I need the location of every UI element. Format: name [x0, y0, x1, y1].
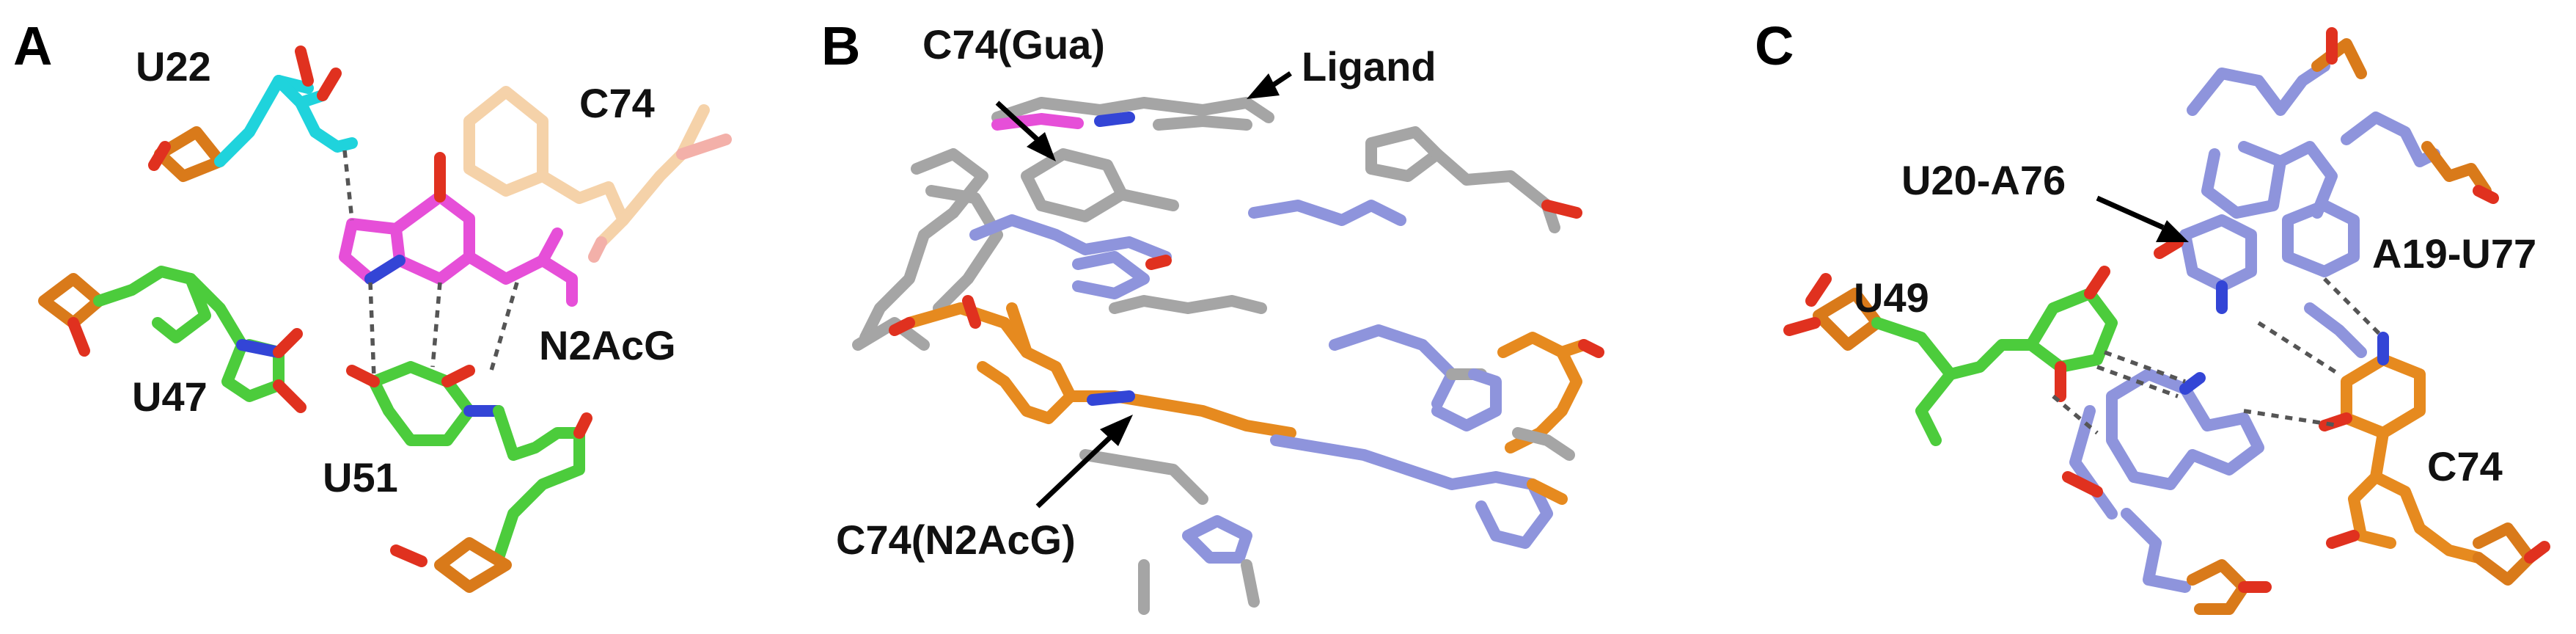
panel-c-arrow	[2096, 195, 2189, 242]
label-u47: U47	[132, 374, 208, 420]
ligand-molecule	[991, 97, 1274, 131]
a76-base-molecule	[2062, 368, 2272, 615]
label-u49: U49	[1854, 274, 1929, 321]
label-u51: U51	[323, 454, 398, 500]
u51-molecule	[346, 361, 592, 593]
label-c74-c: C74	[2427, 443, 2503, 489]
label-c74-a: C74	[579, 80, 655, 126]
panel-c: C	[1755, 15, 2550, 615]
label-u20-a76: U20-A76	[1901, 157, 2066, 203]
label-n2acg: N2AcG	[539, 322, 676, 368]
panel-a: A	[13, 15, 732, 593]
label-c74-gua: C74(Gua)	[922, 21, 1105, 68]
u49-molecule	[1783, 266, 2118, 446]
panel-letter-a: A	[13, 15, 52, 76]
a19-u77-molecule	[2282, 112, 2499, 358]
label-u22: U22	[136, 43, 211, 90]
blue-backbone-top	[2187, 27, 2367, 219]
c74-n2acg-molecule	[889, 295, 1296, 439]
u20-a76-molecule	[2154, 214, 2257, 314]
n2acg-molecule	[339, 152, 578, 307]
panel-b-arrows	[995, 71, 1292, 509]
label-ligand: Ligand	[1302, 43, 1436, 90]
orange-right-backbone	[1270, 332, 1604, 549]
panel-b: B	[821, 15, 1604, 615]
backbone-left	[852, 148, 1003, 351]
panel-c-hbonds	[2052, 277, 2381, 435]
u47-molecule	[38, 266, 307, 413]
u22-molecule	[148, 45, 358, 182]
label-a19-u77: A19-U77	[2372, 230, 2536, 277]
panel-letter-c: C	[1755, 15, 1794, 76]
blue-stack-middle	[969, 214, 1172, 299]
label-c74-n2acg: C74(N2AcG)	[836, 517, 1076, 563]
c74-gua-molecule	[1021, 148, 1179, 222]
panel-letter-b: B	[821, 15, 860, 76]
panel-a-hbonds	[342, 150, 519, 379]
gray-stack-bottom	[1079, 295, 1267, 615]
c74-faded-molecule	[463, 86, 732, 263]
c74-c-molecule	[2319, 332, 2550, 586]
right-hand-nucleotides	[1248, 126, 1582, 431]
